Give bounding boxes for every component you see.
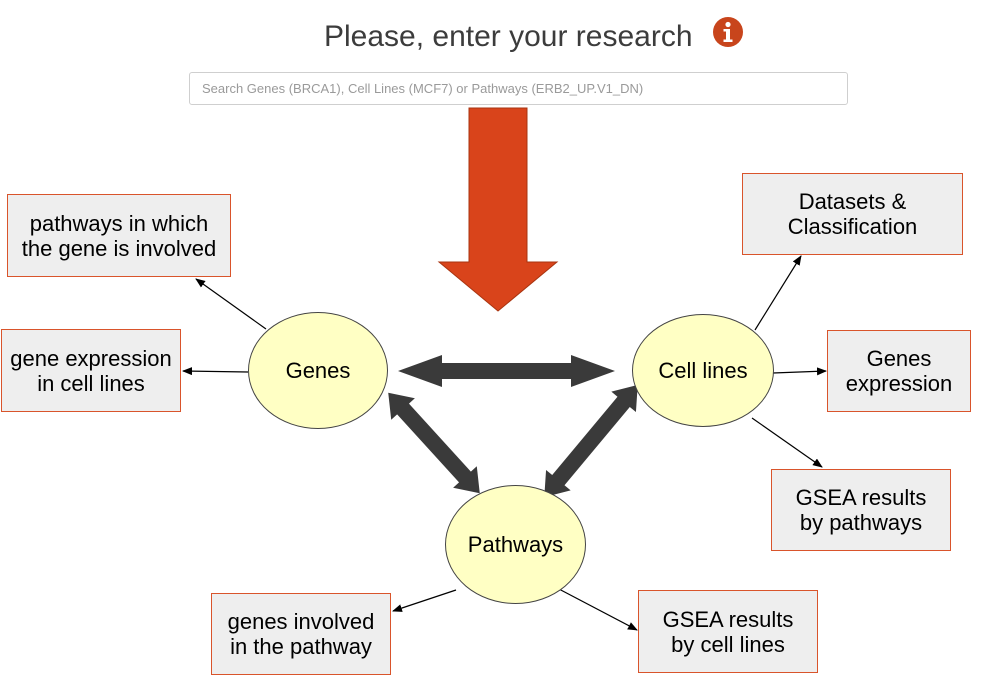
box-genes-expression[interactable]: Genes expression bbox=[827, 330, 971, 412]
box-gsea-by-cell-lines[interactable]: GSEA results by cell lines bbox=[638, 590, 818, 673]
cell-lines-pathways-double-arrow bbox=[544, 384, 638, 498]
genes-pathways-double-arrow bbox=[388, 392, 480, 494]
search-input[interactable] bbox=[189, 72, 848, 105]
box-datasets-classification[interactable]: Datasets & Classification bbox=[742, 173, 963, 255]
node-pathways[interactable]: Pathways bbox=[445, 485, 586, 604]
page-title: Please, enter your research bbox=[324, 20, 693, 53]
arrow-to-gene-pathways bbox=[195, 278, 267, 330]
box-gene-expression-cell-lines[interactable]: gene expression in cell lines bbox=[1, 329, 181, 412]
node-cell-lines[interactable]: Cell lines bbox=[632, 314, 774, 427]
search-flow-arrow bbox=[437, 107, 559, 312]
arrow-to-datasets-classification bbox=[754, 255, 802, 331]
arrow-to-gsea-by-cell-lines bbox=[556, 587, 638, 631]
arrow-to-gsea-by-pathways bbox=[751, 417, 823, 468]
box-genes-in-pathway[interactable]: genes involved in the pathway bbox=[211, 593, 391, 675]
genes-cell-lines-double-arrow bbox=[398, 355, 615, 387]
arrow-to-gene-expression-cell-lines bbox=[182, 367, 249, 376]
arrow-to-genes-expression bbox=[772, 367, 827, 376]
arrow-to-genes-in-pathway bbox=[392, 589, 457, 612]
box-gene-pathways[interactable]: pathways in which the gene is involved bbox=[7, 194, 231, 277]
node-genes[interactable]: Genes bbox=[248, 312, 388, 429]
box-gsea-by-pathways[interactable]: GSEA results by pathways bbox=[771, 469, 951, 551]
info-icon[interactable] bbox=[712, 16, 744, 48]
